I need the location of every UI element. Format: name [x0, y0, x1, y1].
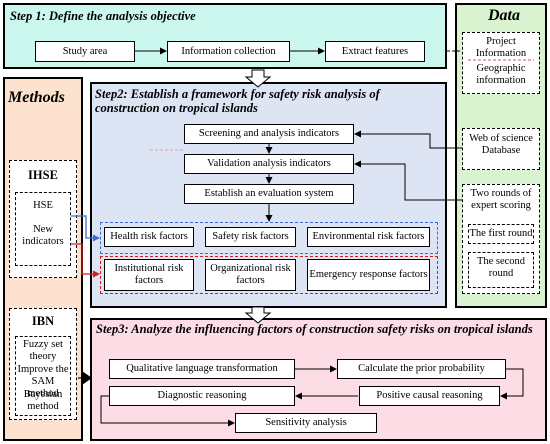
ibn-sam: Improve the SAM method: [17, 364, 69, 399]
data-second-round-box: [468, 252, 534, 288]
factor-row1-outline: [100, 222, 438, 254]
step1-extract-features: Extract features: [325, 41, 425, 62]
environmental-risk-box: Environmental risk factors: [307, 227, 430, 247]
arrow-wos-to-screening: [354, 130, 462, 149]
step3-diagnostic: Diagnostic reasoning: [109, 386, 295, 406]
ibn-bayes: Bayesian method: [23, 389, 63, 412]
ihse-group: [9, 160, 77, 278]
factor-row2-outline: [100, 256, 438, 294]
arrow-expert-to-validation: [354, 160, 462, 201]
step1-info-collection: Information collection: [167, 41, 290, 62]
step2-validation: Validation analysis indicators: [184, 154, 354, 174]
data-wos-label: Web of science Database: [469, 133, 533, 157]
data-first-round: The first round: [469, 228, 533, 239]
data-expert-group: [462, 184, 540, 294]
arrow-prior-to-positive: [500, 368, 524, 400]
ibn-inner-group: [15, 336, 71, 416]
data-first-round-box: [468, 224, 534, 244]
step3-title: Step3: Analyze the influencing factors o…: [96, 322, 533, 336]
institutional-risk-box: Institutional risk factors: [104, 259, 194, 291]
step2-screening: Screening and analysis indicators: [184, 124, 354, 144]
hollow-arrow-step1-to-step2: [244, 69, 272, 88]
step1-title: Step 1: Define the analysis objective: [10, 9, 196, 23]
arrowhead-methods-to-step3: [82, 371, 92, 385]
organizational-risk-box: Organizational risk factors: [205, 259, 296, 291]
data-project-geo-group: [462, 32, 540, 94]
step2-establish: Establish an evaluation system: [184, 184, 354, 204]
step2-title: Step2: Establish a framework for safety …: [95, 87, 380, 116]
arrow-new-to-row2: [71, 243, 100, 278]
step1-study-area: Study area: [35, 41, 135, 62]
emergency-response-box: Emergency response factors: [307, 259, 430, 291]
step3-sensitivity: Sensitivity analysis: [235, 413, 377, 433]
methods-title: Methods: [8, 89, 65, 106]
ihse-hse: HSE: [33, 200, 53, 211]
ibn-group: [9, 308, 77, 420]
data-expert-label: Two rounds of expert scoring: [470, 188, 532, 212]
ibn-fuzzy: Fuzzy set theory: [23, 339, 63, 362]
data-project-info: Project Information: [475, 36, 527, 59]
arrow-diagnostic-to-sensitivity: [100, 395, 235, 427]
step3-prior-probability: Calculate the prior probability: [337, 359, 506, 379]
ihse-new-indicators: New indicators: [22, 224, 64, 248]
ibn-title: IBN: [31, 314, 55, 328]
hollow-arrow-step2-to-step3: [244, 306, 272, 324]
data-second-round: The second round: [476, 256, 526, 280]
data-wos-box: [462, 128, 540, 170]
arrow-hse-to-row1: [71, 215, 100, 242]
step3-qualitative: Qualitative language transformation: [109, 359, 295, 379]
ihse-title: IHSE: [28, 168, 58, 182]
ihse-inner-group: [15, 192, 71, 266]
step3-positive-causal: Positive causal reasoning: [359, 386, 500, 406]
data-title: Data: [488, 7, 520, 24]
data-geo-info: Geographic information: [476, 63, 526, 86]
safety-risk-box: Safety risk factors: [205, 227, 296, 247]
health-risk-box: Health risk factors: [104, 227, 194, 247]
